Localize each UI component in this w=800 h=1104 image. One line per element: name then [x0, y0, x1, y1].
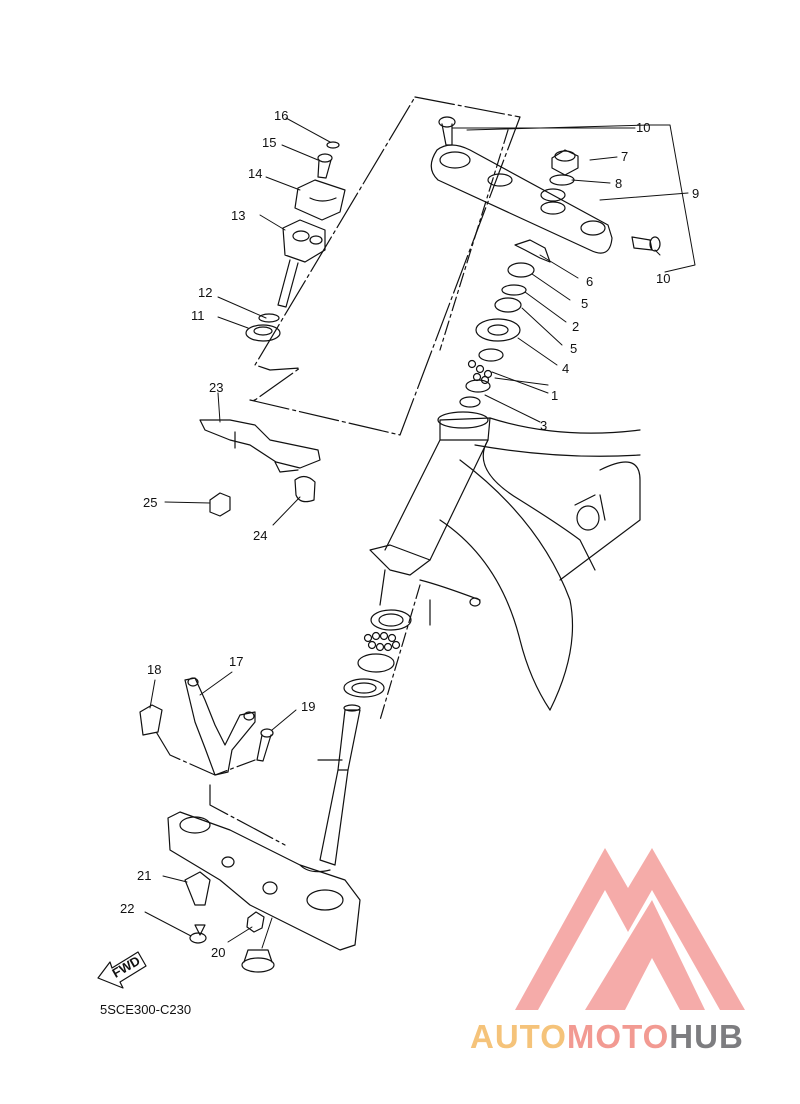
upper-bracket: [430, 144, 613, 254]
forward-arrow: [97, 951, 147, 989]
callout-22: 22: [120, 901, 134, 916]
callout-18: 18: [147, 662, 161, 677]
callout-3: 3: [540, 418, 547, 433]
clamp-21: [184, 871, 211, 906]
callout-6: 6: [586, 274, 593, 289]
callout-10-side: 10: [656, 271, 670, 286]
callout-5-lower: 5: [570, 341, 577, 356]
callout-9: 9: [692, 186, 699, 201]
bolt-22: [189, 924, 207, 944]
bolt-19: [256, 728, 274, 762]
leader-lines: [144, 117, 696, 949]
nut-20: [246, 911, 265, 933]
bearing-cover-4: [475, 318, 521, 342]
diagram-code: 5SCE300-C230: [100, 1002, 192, 1017]
cable-guide-23: [199, 419, 321, 473]
callout-19: 19: [301, 699, 315, 714]
bracket-17: [184, 677, 256, 776]
dashed-steering-axis: [379, 129, 509, 721]
callout-12: 12: [198, 285, 212, 300]
dashed-group-outline-upper: [249, 96, 521, 436]
callout-labels: 1 2 3 4 5 5 6 7 8 9 10 10 11 12 13 14 15…: [109, 108, 699, 981]
washer-16: [326, 141, 340, 149]
forward-label: FWD: [109, 953, 142, 981]
callout-17: 17: [229, 654, 243, 669]
steering-stem: [317, 704, 361, 866]
washer-2: [501, 284, 527, 296]
callout-24: 24: [253, 528, 267, 543]
watermark-brand: AUTOMOTOHUB: [470, 1018, 744, 1056]
callout-13: 13: [231, 208, 245, 223]
damper-11: [245, 324, 281, 342]
callout-23: 23: [209, 380, 223, 395]
callout-4: 4: [562, 361, 569, 376]
bolt-10-top: [438, 116, 456, 146]
callout-8: 8: [615, 176, 622, 191]
clamp-24: [294, 475, 316, 503]
washer-8: [549, 174, 575, 186]
cap-nut-7: [551, 149, 579, 176]
callout-11: 11: [191, 308, 205, 323]
callout-10-top: 10: [636, 120, 650, 135]
washer-3: [459, 396, 481, 408]
collar-20: [241, 949, 275, 973]
bearing-race-upper: [478, 348, 504, 362]
bolt-15: [317, 153, 333, 179]
lower-bearing-set: [343, 609, 412, 698]
ring-nut-5-lower: [494, 297, 522, 313]
lock-washer-6: [514, 239, 551, 263]
callout-15: 15: [262, 135, 276, 150]
dashed-group-outline-lower: [154, 729, 286, 846]
under-bracket: [167, 811, 361, 951]
brand-part-auto: AUTO: [470, 1018, 567, 1055]
callout-1: 1: [551, 388, 558, 403]
rubber-18: [139, 704, 163, 736]
callout-14: 14: [248, 166, 262, 181]
brand-part-hub: HUB: [669, 1018, 744, 1055]
ring-nut-5-upper: [507, 262, 535, 278]
brand-part-moto: MOTO: [566, 1018, 670, 1055]
watermark-logo: [515, 848, 745, 1010]
callout-21: 21: [137, 868, 151, 883]
nut-25: [209, 492, 231, 517]
bearing-race-lower: [465, 379, 491, 393]
motorcycle-frame: [369, 411, 641, 711]
bolt-10-side: [631, 236, 661, 252]
washer-12: [258, 313, 280, 323]
handlebar-holder-13: [277, 219, 326, 308]
callout-7: 7: [621, 149, 628, 164]
callout-25: 25: [143, 495, 157, 510]
callout-16: 16: [274, 108, 288, 123]
holder-cap-14: [294, 179, 346, 221]
callout-2: 2: [572, 319, 579, 334]
callout-20: 20: [211, 945, 225, 960]
callout-5-upper: 5: [581, 296, 588, 311]
